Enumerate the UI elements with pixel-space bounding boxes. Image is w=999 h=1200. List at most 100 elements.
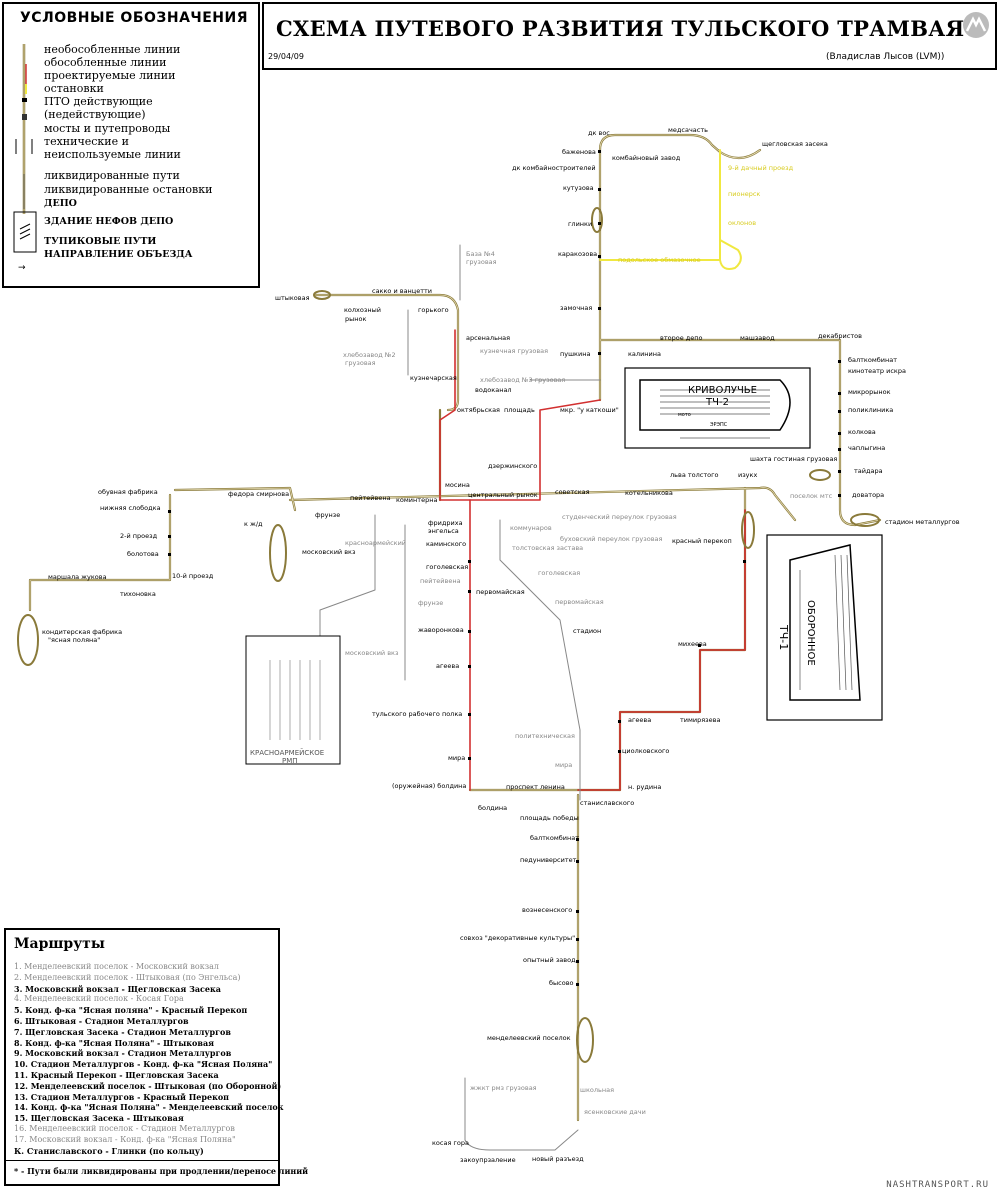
- watermark: NASHTRANSPORT.RU: [886, 1180, 989, 1190]
- depot-rmp-label-2: РМП: [282, 757, 298, 765]
- red-line-sovetskaya: [470, 400, 600, 500]
- station-dekabristov: декабристов: [818, 332, 862, 340]
- station-poliklinika: поликлиника: [848, 406, 893, 414]
- station-voznesenskogo: вознесенского: [522, 906, 572, 914]
- station-studenchesky: студенческий переулок грузовая: [562, 513, 677, 521]
- title-panel: СХЕМА ПУТЕВОГО РАЗВИТИЯ ТУЛЬСКОГО ТРАМВА…: [262, 2, 997, 70]
- station-pochtovaya: шахта гостиная грузовая: [750, 455, 837, 463]
- station-pushkina: пушкина: [560, 350, 590, 358]
- legend-item-depot: ДЕПО: [44, 198, 77, 210]
- station-peitevena: пейтейвена: [350, 494, 391, 502]
- station-frunze2: фрунзе: [418, 599, 443, 607]
- legend-item-depot-building: ЗДАНИЕ НЕФОВ ДЕПО: [44, 216, 173, 228]
- routes-separator: [6, 1160, 278, 1161]
- route-item: 6. Штыковая - Стадион Металлургов: [14, 1016, 189, 1026]
- station-baltkombinat: балткомбинат: [848, 356, 897, 364]
- station-mir-u-kattoshi: мкр. "у каткоши": [560, 406, 619, 414]
- route-item: 5. Конд. ф-ка "Ясная поляна" - Красный П…: [14, 1005, 247, 1015]
- routes-title: Маршруты: [14, 936, 105, 952]
- route-item: 11. Красный Перекоп - Щегловская Засека: [14, 1070, 219, 1080]
- site-logo-icon: [961, 10, 991, 40]
- red-line-arsenalnaya: [440, 330, 470, 500]
- svg-text:→: →: [18, 263, 26, 273]
- legend-item-pto-inactive: (недействующие): [44, 109, 146, 121]
- station-fridrikha: фридриха: [428, 519, 463, 527]
- route-item: 4. Менделеевский поселок - Косая Гора: [14, 994, 184, 1004]
- line-main-ew: [290, 488, 795, 520]
- legend-item-detour: НАПРАВЛЕНИЕ ОБЪЕЗДА: [44, 249, 193, 261]
- map-date: 29/04/09: [268, 52, 304, 61]
- station-peduniversitet: педуниверситет: [520, 856, 577, 864]
- station-baltkombinat2: балткомбинат: [530, 834, 579, 842]
- legend-title: УСЛОВНЫЕ ОБОЗНАЧЕНИЯ: [20, 10, 248, 26]
- station-ploschad: площадь: [504, 406, 535, 414]
- station-bolotova: болотова: [127, 550, 159, 558]
- map-author: (Владислав Лысов (LVM)): [826, 52, 944, 62]
- station-dk-kombain: дк комбайностроителей: [512, 164, 596, 172]
- station-engelsa: энгельса: [428, 527, 459, 535]
- station-kaminskogo: каминского: [426, 540, 466, 548]
- station-lva-tolstogo: льва толстого: [670, 471, 719, 479]
- station-izukh: изукх: [738, 471, 757, 479]
- station-politehnicheskaya: политехническая: [515, 732, 575, 740]
- route-item: 15. Щегловская Засека - Штыковая: [14, 1113, 184, 1123]
- station-zhavoronkova: жаворонкова: [418, 626, 464, 634]
- station-glinki: глинки: [568, 220, 592, 228]
- station-tihonova: тихоновка: [120, 590, 156, 598]
- station-gruzovaya: грузовая: [345, 359, 376, 367]
- route-item: 17. Московский вокзал - Конд. ф-ка "Ясна…: [14, 1135, 236, 1145]
- station-chaplygina: чаплыгина: [848, 444, 885, 452]
- loop-krasny-perekop: [742, 512, 754, 548]
- station-tolstovskaya: толстовская застава: [512, 544, 583, 552]
- station-tulskogo: тульского рабочего полка: [372, 710, 462, 718]
- legend-item-stops: остановки: [44, 83, 104, 95]
- station-konditerskaya: кондитерская фабрика: [42, 628, 122, 636]
- station-krasny-perekop: красный перекоп: [672, 537, 732, 545]
- loop-moskovsky: [270, 525, 286, 581]
- legend-item-pto-active: ПТО действующие: [44, 96, 153, 108]
- station-krasnoarmeyskiy: красноармейский: [345, 539, 406, 547]
- station-byvsovo: бысово: [549, 979, 574, 987]
- grey-line-krasnoarmeysky: [320, 515, 375, 640]
- station-dovatora: доватора: [852, 491, 884, 499]
- depot-tch2-sub-2: ЭРЭПС: [710, 422, 728, 428]
- map-title: СХЕМА ПУТЕВОГО РАЗВИТИЯ ТУЛЬСКОГО ТРАМВА…: [276, 16, 964, 41]
- station-baza4-gr: грузовая: [466, 258, 497, 266]
- station-projected-4: подольское обмазочное: [618, 256, 701, 264]
- station-yasnaya: "ясная поляна": [48, 636, 100, 644]
- station-arsenalnaya: арсенальная: [466, 334, 510, 342]
- station-gorkogo: горького: [418, 306, 449, 314]
- station-kalinina: калинина: [628, 350, 661, 358]
- grey-line-kommunarov: [500, 520, 580, 800]
- legend-item-bridges: мосты и путепроводы: [44, 123, 170, 135]
- legend-item-unseparated: необособленные линии: [44, 44, 180, 56]
- station-peitenvena2: пейтейвена: [420, 577, 461, 585]
- stop-markers: [168, 150, 841, 986]
- station-poselok-mts: поселок мтс: [790, 492, 833, 500]
- route-item: 8. Конд. ф-ка "Ясная Поляна" - Штыковая: [14, 1038, 214, 1048]
- station-bukhovsky: буховский переулок грузовая: [560, 535, 663, 543]
- station-bazhenova: баженова: [562, 148, 596, 156]
- station-mendeleevsky: менделеевский поселок: [487, 1034, 571, 1042]
- station-boldina: болдина: [478, 804, 507, 812]
- station-nedsachast: медсачасть: [668, 126, 708, 134]
- route-item: 13. Стадион Металлургов - Красный Переко…: [14, 1092, 229, 1102]
- route-item: 14. Конд. ф-ка "Ясная Поляна" - Менделее…: [14, 1102, 284, 1112]
- station-kominterna: коминтерна: [396, 496, 437, 504]
- station-mosina: мосина: [445, 481, 470, 489]
- routes-panel: Маршруты 1. Менделеевский поселок - Моск…: [4, 928, 280, 1186]
- station-oruzheynaya: (оружейная) болдина: [392, 782, 466, 790]
- station-yasnopolyanskaya: ясенковские дачи: [584, 1108, 646, 1116]
- legend-item-technical: технические и: [44, 136, 129, 148]
- legend-symbols: →: [12, 34, 40, 284]
- legend-panel: УСЛОВНЫЕ ОБОЗНАЧЕНИЯ → необособленные ли…: [2, 2, 260, 288]
- station-kutuzova: кутузова: [563, 184, 594, 192]
- station-pervomayskaya2: первомайская: [555, 598, 604, 606]
- station-projected-2: пионерск: [728, 190, 760, 198]
- station-moskovsky-vkz2: московский вкз: [345, 649, 399, 657]
- station-mira: мира: [448, 754, 465, 762]
- station-dk-vos: дк вос: [588, 129, 610, 137]
- station-shtykovaya: штыковая: [275, 294, 310, 302]
- legend-item-removed: ликвидированные пути: [44, 170, 180, 182]
- depot-tch2-label-2: ТЧ-2: [705, 397, 729, 408]
